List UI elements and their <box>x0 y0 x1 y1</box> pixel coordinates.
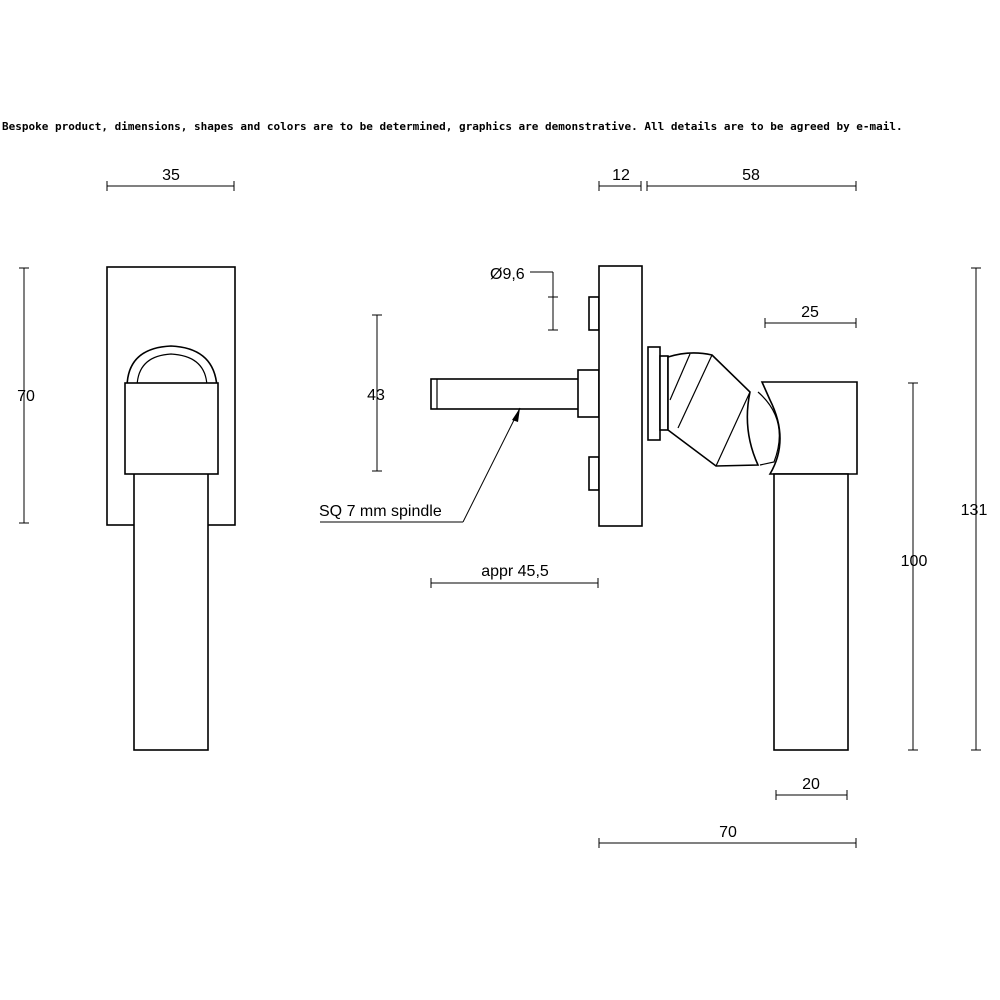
front-width-dimension: 35 <box>106 167 235 191</box>
overall-height-label: 131 <box>961 502 988 519</box>
overall-height-dimension: 131 <box>961 267 988 751</box>
front-view: 35 70 <box>17 167 236 751</box>
projection-label: 58 <box>742 167 760 184</box>
front-width-label: 35 <box>162 167 180 184</box>
diameter-label: Ø9,6 <box>490 266 525 283</box>
projection-dimension: 58 <box>646 167 857 191</box>
neck-washer-inner <box>659 355 669 431</box>
screw-boss-top <box>588 296 600 331</box>
screw-boss-bottom <box>588 456 600 491</box>
disclaimer-note: Bespoke product, dimensions, shapes and … <box>2 120 903 133</box>
front-lever-shank <box>133 469 209 751</box>
grip-length-dimension: 100 <box>901 382 928 751</box>
rose-thickness-dimension: 12 <box>598 167 642 191</box>
front-height-dimension: 70 <box>17 267 35 524</box>
spindle-length-label: appr 45,5 <box>481 563 549 580</box>
neck-washer-outer <box>647 346 661 441</box>
side-view: 12 58 Ø9,6 43 <box>319 167 987 848</box>
grip-bottom-width-label: 20 <box>802 776 820 793</box>
grip-length-label: 100 <box>901 553 928 570</box>
spindle-height-label: 43 <box>367 387 385 404</box>
spindle-label: SQ 7 mm spindle <box>319 503 442 520</box>
spindle-height-dimension: 43 <box>367 314 385 472</box>
grip-top-width-dimension: 25 <box>764 304 857 328</box>
front-height-label: 70 <box>17 388 35 405</box>
square-spindle <box>430 378 580 410</box>
side-rose-plate <box>598 265 643 527</box>
spindle-length-dimension: appr 45,5 <box>430 563 599 588</box>
twisted-neck <box>667 352 780 467</box>
grip-top-width-label: 25 <box>801 304 819 321</box>
front-lever-arch <box>126 345 218 389</box>
spindle-leader: SQ 7 mm spindle <box>319 407 521 523</box>
overall-width-label: 70 <box>719 824 737 841</box>
spindle-collar <box>577 369 600 418</box>
overall-width-dimension: 70 <box>598 824 857 848</box>
diameter-callout: Ø9,6 <box>490 266 558 331</box>
side-lever-shank <box>773 473 849 751</box>
grip-bottom-width-dimension: 20 <box>775 776 848 800</box>
front-lever-head <box>124 382 219 475</box>
side-lever-head <box>760 381 858 475</box>
rose-thickness-label: 12 <box>612 167 630 184</box>
